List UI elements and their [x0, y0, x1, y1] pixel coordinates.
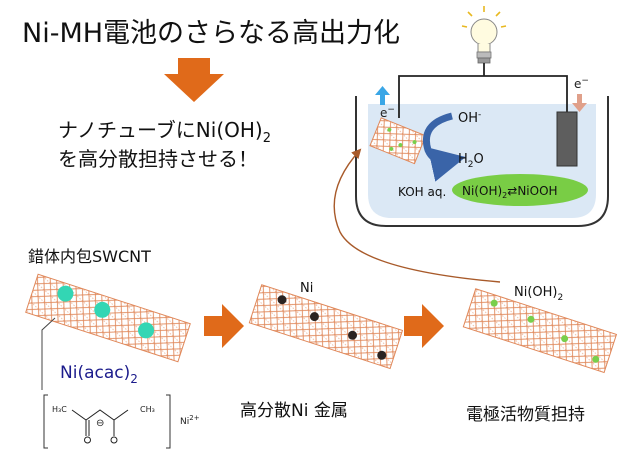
ni-particle	[377, 350, 387, 360]
electron-right-label: e−	[574, 76, 589, 91]
water-label: H2O	[458, 152, 484, 170]
complex-connector	[41, 317, 56, 390]
complex-molecule	[138, 322, 155, 339]
reaction-ellipse	[452, 174, 588, 206]
reaction-left: Ni(OH)	[462, 184, 502, 198]
ni-particle	[348, 330, 358, 340]
stage2-ni-label: Ni	[300, 281, 313, 296]
stage1-complex-sub: 2	[130, 372, 138, 386]
loading-to-electrode-arrow	[333, 148, 501, 283]
oh-conversion-arrow	[423, 112, 466, 182]
stage3-nanotube	[462, 288, 618, 374]
lightbulb-icon	[461, 6, 507, 76]
wire	[398, 75, 568, 118]
reaction-label: Ni(OH)2⇄NiOOH	[462, 184, 558, 200]
electron-left-label-text: e	[380, 106, 387, 120]
stage-arrow-2	[404, 304, 444, 348]
electron-left-label-sup: −	[387, 105, 395, 115]
stage-arrow-1	[204, 304, 244, 348]
anion-mark: ⊖	[96, 418, 104, 429]
complex-molecule	[57, 285, 74, 302]
electron-right-label-text: e	[574, 77, 581, 91]
stage2-caption: 高分散Ni 金属	[240, 401, 348, 421]
subtitle-line2: を高分散担持させる！	[58, 147, 258, 171]
water-label-o: O	[474, 152, 484, 167]
stage3-label-text: Ni(OH)	[514, 285, 558, 300]
main-title: Ni-MH電池のさらなる高出力化	[22, 18, 400, 49]
electron-right-label-sup: −	[581, 76, 589, 86]
reaction-sub: 2	[502, 191, 507, 200]
niooh-particle	[490, 299, 498, 307]
reaction-right: NiOOH	[517, 184, 557, 198]
water-label-sub: 2	[468, 160, 474, 170]
subtitle-line1-sub: 2	[263, 131, 271, 146]
subtitle-line1: ナノチューブにNi(OH)2	[58, 118, 271, 146]
ni-particle	[309, 312, 319, 322]
metal-ion-text: Ni	[180, 417, 189, 427]
cnt-electrode	[369, 117, 427, 165]
niooh-particle	[561, 335, 569, 343]
stage2-nanotube	[248, 284, 404, 370]
hydroxide-label-sup: -	[478, 110, 481, 120]
electron-out-arrow	[375, 86, 390, 105]
counter-electrode	[556, 111, 578, 167]
metal-ion-sup: 2+	[189, 414, 199, 422]
electrolyte-label: KOH aq.	[398, 185, 446, 199]
electron-in-arrow	[572, 94, 587, 112]
electron-left-label: e−	[380, 105, 395, 120]
ch3-left: H₃C	[52, 405, 67, 414]
ch3-right: CH₃	[140, 405, 155, 414]
metal-ion-label: Ni2+	[180, 414, 200, 427]
acac-structure: H₃C CH₃ ⊖ Ni2+	[43, 394, 200, 449]
niooh-particle	[592, 355, 600, 363]
stage1-nanotube	[25, 273, 191, 363]
hydroxide-label: OH-	[458, 110, 481, 126]
stage3-label-sub: 2	[558, 293, 564, 303]
complex-molecule	[94, 301, 111, 318]
beaker	[355, 96, 609, 227]
stage1-complex-text: Ni(acac)	[60, 363, 130, 383]
stage1-complex-label: Ni(acac)2	[60, 363, 138, 386]
stage3-label: Ni(OH)2	[514, 285, 563, 303]
hydroxide-label-text: OH	[458, 111, 478, 126]
reaction-arrow: ⇄	[507, 184, 517, 198]
subtitle-line1-text: ナノチューブにNi(OH)	[58, 118, 263, 142]
ni-particle	[277, 295, 287, 305]
niooh-particle	[527, 315, 535, 323]
stage-header: 錯体内包SWCNT	[28, 247, 151, 266]
water-label-h: H	[458, 152, 468, 167]
electrochemical-cell: e− e− OH- H2O KOH aq.	[355, 6, 609, 227]
title-down-arrow	[164, 58, 224, 102]
stage3-caption: 電極活物質担持	[466, 405, 585, 425]
